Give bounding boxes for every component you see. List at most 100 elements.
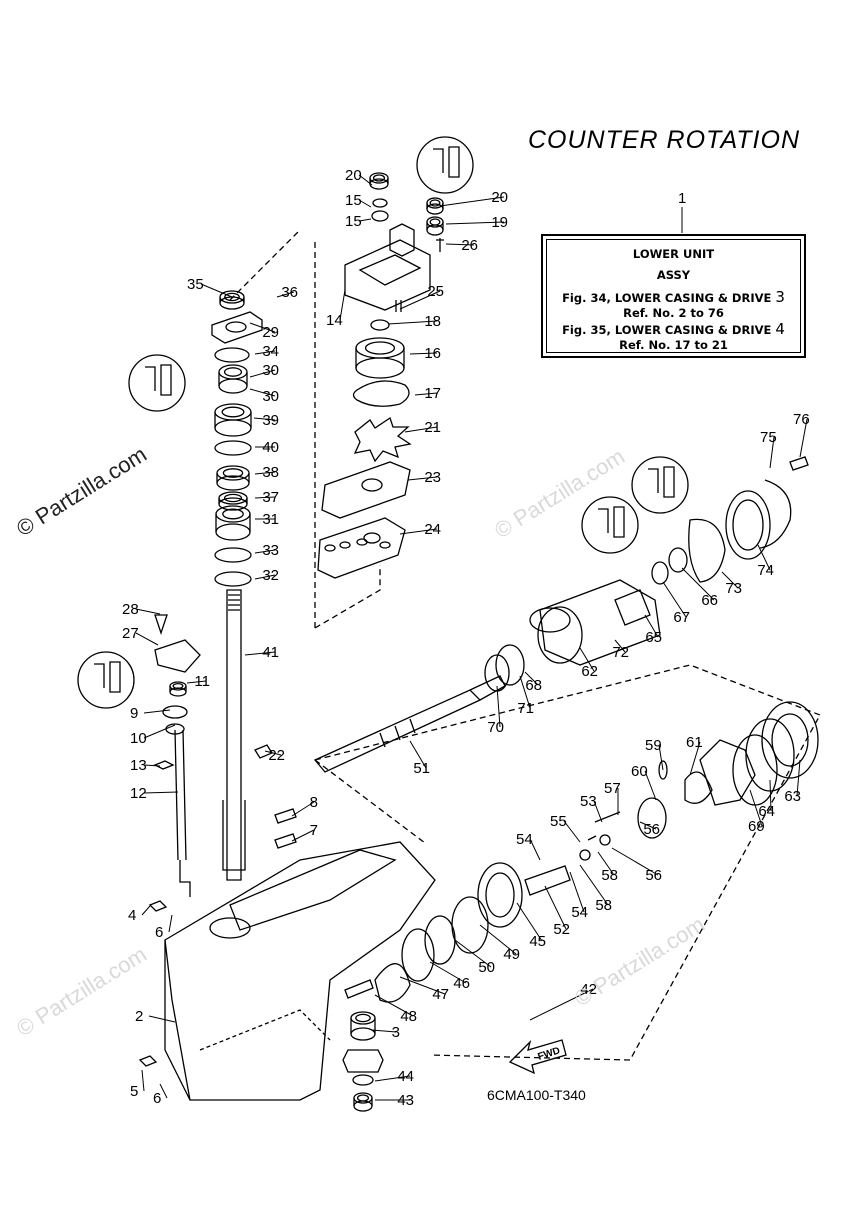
leader-line: [141, 905, 151, 916]
leader-line: [409, 352, 438, 355]
leader-line: [496, 685, 501, 728]
insert-cartridge: [355, 357, 405, 379]
shift-rod-part: [174, 729, 191, 897]
leader-line: [291, 801, 315, 817]
gasket-hole: [339, 541, 351, 549]
gasket-part: [317, 517, 406, 579]
bearing-housing: [539, 579, 661, 666]
part-number-label: 73: [725, 580, 742, 597]
detail-inset-circle: [416, 136, 474, 194]
bushing-part: [172, 682, 184, 690]
clutch-part: [637, 797, 667, 839]
part-number-label: 53: [580, 793, 597, 810]
part-number-label: 61: [686, 734, 703, 751]
bolt-part: [789, 456, 809, 471]
leader-line: [662, 581, 687, 618]
detail-inset-shape: [145, 364, 172, 396]
leader-line: [611, 847, 659, 876]
leader-line: [409, 740, 427, 769]
washer-part: [223, 493, 243, 503]
bolt-part: [138, 900, 168, 1067]
bearing-housing: [537, 606, 583, 664]
seal-part: [219, 297, 245, 303]
leader-line: [529, 838, 541, 861]
casing-bore: [209, 917, 251, 939]
gasket-part: [688, 518, 726, 583]
part-number-label: 9: [130, 705, 138, 722]
part-number-label: 54: [516, 831, 533, 848]
part-number-label: 39: [262, 412, 279, 429]
leader-line: [374, 994, 414, 1017]
part-number-label: 71: [517, 700, 534, 717]
part-number-label: 14: [326, 312, 343, 329]
seal-part: [668, 547, 688, 573]
propeller-shaft: [313, 689, 482, 773]
shaft-detail: [379, 718, 416, 748]
o-ring-part: [214, 547, 252, 563]
reverse-gear-part: [699, 739, 756, 806]
part-number-label: 31: [262, 511, 279, 528]
gasket-hole: [356, 538, 368, 546]
housing-part: [211, 311, 263, 344]
forward-gear-part: [477, 862, 523, 928]
callout-line-3-num: 3: [775, 288, 785, 306]
needle-bearing-part: [350, 1027, 376, 1041]
seal-part: [651, 561, 669, 585]
washer-part: [218, 498, 248, 504]
oil-seal-part: [223, 367, 243, 377]
detail-inset-shape: [598, 506, 625, 538]
pin-part: [587, 811, 621, 841]
needle-bearing-part: [215, 514, 251, 532]
part-number-label: 44: [397, 1068, 414, 1085]
part-number-label: 58: [601, 867, 618, 884]
callout-line-1: LOWER UNIT: [632, 247, 715, 261]
part-number-label: 41: [262, 644, 279, 661]
leader-line: [445, 243, 475, 246]
detail-inset-circle: [581, 496, 639, 554]
part-number-label: 29: [262, 324, 279, 341]
part-number-label: 59: [645, 737, 662, 754]
washer-part: [216, 475, 250, 491]
leader-line: [579, 864, 609, 906]
part-number-label: 35: [187, 276, 204, 293]
part-number-label: 2: [135, 1008, 143, 1025]
o-ring-part: [214, 440, 252, 456]
o-ring-part: [162, 705, 188, 719]
shift-cam-part: [524, 865, 571, 896]
part-number-label: 16: [424, 345, 441, 362]
washer-part: [222, 468, 244, 478]
leader-line: [563, 820, 581, 843]
bearing-part: [451, 896, 489, 954]
part-number-label: 43: [397, 1092, 414, 1109]
part-number-label: 23: [424, 469, 441, 486]
leader-line: [614, 639, 626, 653]
leader-line: [796, 759, 801, 797]
bushing-part: [169, 687, 187, 697]
cap-part: [372, 174, 386, 182]
housing-part: [225, 321, 247, 333]
clip-part: [153, 760, 175, 770]
leader-line: [749, 789, 763, 827]
leader-line: [593, 800, 603, 823]
leader-line: [249, 322, 276, 333]
anode-part: [274, 808, 297, 849]
impeller-part: [353, 416, 412, 463]
callout-ref-number: 1: [678, 190, 686, 207]
o-ring-part: [529, 607, 571, 633]
leader-line: [200, 283, 233, 298]
pump-housing-neck: [389, 223, 415, 257]
bolt-part: [436, 238, 444, 252]
part-number-label: 37: [262, 489, 279, 506]
washer-part: [352, 1074, 374, 1086]
leader-line: [799, 418, 808, 458]
part-number-label: 40: [262, 439, 279, 456]
taper-bearing-part: [401, 928, 435, 982]
leader-line: [254, 549, 276, 554]
part-number-label: 22: [268, 747, 285, 764]
leader-line: [387, 320, 438, 325]
pin-part: [344, 979, 374, 999]
part-number-label: 30: [262, 388, 279, 405]
part-number-label: 36: [281, 284, 298, 301]
leader-line: [544, 885, 567, 930]
spring-part: [684, 771, 713, 804]
